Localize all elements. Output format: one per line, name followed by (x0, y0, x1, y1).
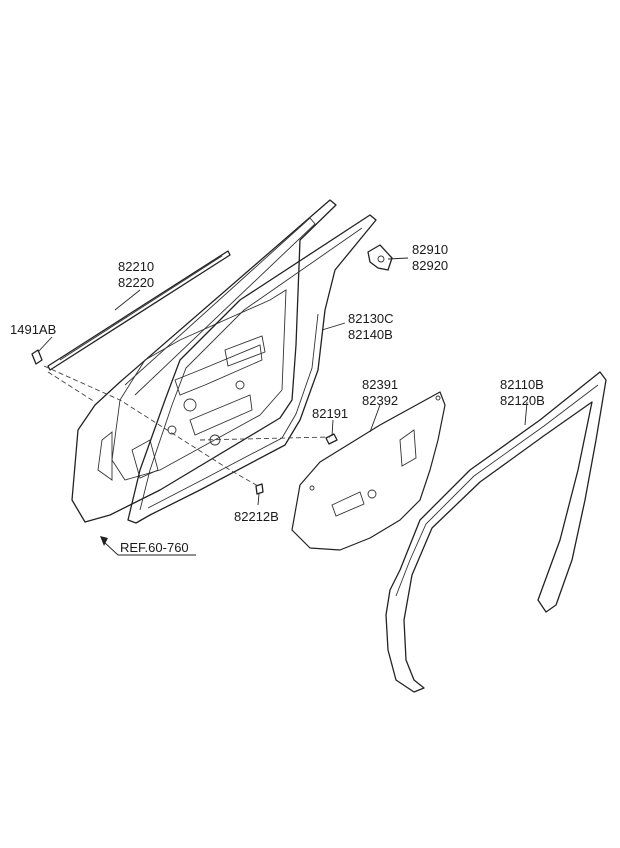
belt-weatherstrip-part (47, 250, 231, 371)
screw-82212b-part (255, 483, 264, 495)
callout-82920: 82920 (412, 258, 448, 273)
trim-pad-part (291, 391, 446, 551)
door-inner-panel-part (71, 199, 337, 523)
callout-82910: 82910 (412, 242, 448, 257)
callout-82220: 82220 (118, 275, 154, 290)
plug-82191-part (325, 433, 338, 445)
callout-82191: 82191 (312, 406, 348, 421)
leader-lines (37, 257, 528, 556)
callout-1491ab: 1491AB (10, 322, 56, 337)
callout-82212b: 82212B (234, 509, 279, 524)
callout-82110b: 82110B (500, 377, 544, 392)
clip-1491ab-part (31, 349, 43, 365)
assembly-lines (43, 365, 331, 487)
callout-82140b: 82140B (348, 327, 393, 342)
callout-82210: 82210 (118, 259, 154, 274)
callout-82392: 82392 (362, 393, 398, 408)
door-weatherstrip-part (127, 214, 377, 524)
reference-label: REF.60-760 (120, 540, 189, 555)
callout-82130c: 82130C (348, 311, 394, 326)
callout-82391: 82391 (362, 377, 398, 392)
body-side-weatherstrip-part (385, 371, 607, 693)
callout-82120b: 82120B (500, 393, 545, 408)
bracket-82910-part (367, 244, 393, 271)
